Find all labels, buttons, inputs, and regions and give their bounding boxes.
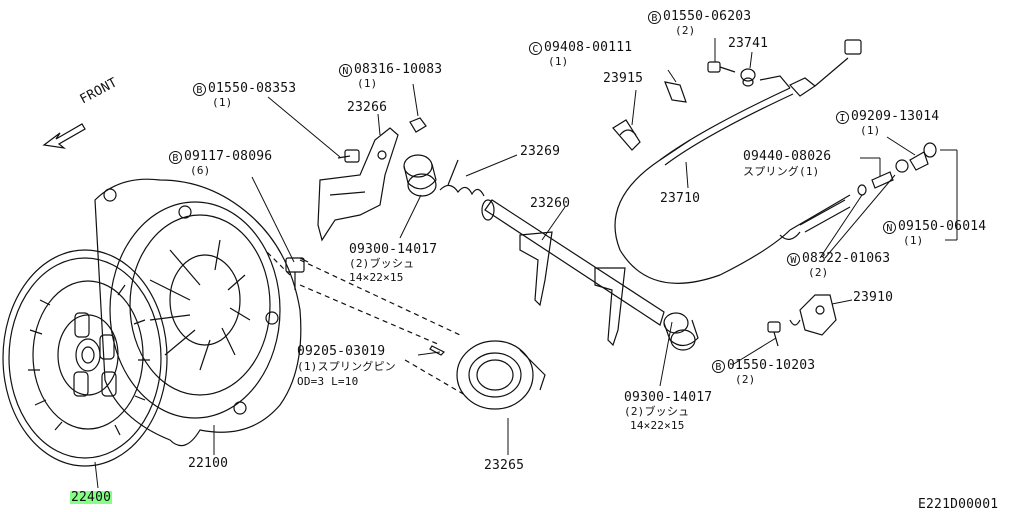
assembly-guide-lines bbox=[265, 250, 465, 395]
qty-b-01550-10203: (2) bbox=[735, 373, 756, 386]
part-22400-label[interactable]: 22400 bbox=[70, 490, 113, 505]
release-bearing-drawing bbox=[457, 341, 545, 409]
bushing-top-desc: (2)ブッシュ bbox=[349, 257, 415, 270]
part-22100-label: 22100 bbox=[188, 456, 229, 471]
fork-support-bracket-drawing bbox=[318, 118, 426, 240]
qty-b-01550-06203: (2) bbox=[675, 24, 696, 37]
clip-c-drawing bbox=[665, 82, 686, 102]
bushing-bottom-desc: (2)ブッシュ bbox=[624, 405, 690, 418]
spring-pin-number: 09205-03019 bbox=[297, 344, 386, 359]
qty-n-08316-10083: (1) bbox=[357, 77, 378, 90]
leader-lines bbox=[95, 38, 957, 488]
spring-pin-desc: (1)スプリングピン bbox=[297, 360, 396, 373]
cable-bolt-drawing bbox=[708, 62, 735, 72]
adjusting-nut-drawing bbox=[858, 143, 936, 195]
bushing-bottom-size: 14×22×15 bbox=[630, 419, 685, 432]
spring-pin-size: OD=3 L=10 bbox=[297, 375, 359, 388]
qty-n-09150-06014: (1) bbox=[903, 234, 924, 247]
return-spring-drawing bbox=[440, 160, 484, 196]
cushion-drawing bbox=[741, 69, 755, 86]
cover-bolt-drawing bbox=[286, 258, 308, 290]
bushing-top-drawing bbox=[404, 155, 436, 196]
qty-w-08322-01063: (2) bbox=[808, 266, 829, 279]
bushing-top-size: 14×22×15 bbox=[349, 271, 404, 284]
bushing-top-number: 09300-14017 bbox=[349, 242, 438, 257]
clutch-disc-drawing bbox=[3, 250, 167, 466]
qty-i-09209-13014: (1) bbox=[860, 124, 881, 137]
qty-b-09117-08096: (6) bbox=[190, 164, 211, 177]
qty-c-09408-00111: (1) bbox=[548, 55, 569, 68]
bushing-bottom-drawing bbox=[664, 313, 698, 350]
part-23741-label: 23741 bbox=[728, 36, 769, 51]
part-23265-label: 23265 bbox=[484, 458, 525, 473]
clutch-cover-drawing bbox=[95, 179, 301, 445]
clutch-shaft-drawing bbox=[482, 200, 664, 345]
qty-b-01550-08353: (1) bbox=[212, 96, 233, 109]
spring-desc: スプリング(1) bbox=[743, 165, 820, 178]
part-23910-label: 23910 bbox=[853, 290, 894, 305]
part-23269-label: 23269 bbox=[520, 144, 561, 159]
clutch-cable-drawing bbox=[615, 40, 861, 283]
part-23260-label: 23260 bbox=[530, 196, 571, 211]
bushing-bottom-number: 09300-14017 bbox=[624, 390, 713, 405]
cable-clip-drawing bbox=[613, 120, 640, 150]
part-23266-label: 23266 bbox=[347, 100, 388, 115]
spring-number: 09440-08026 bbox=[743, 149, 832, 164]
cable-bracket-drawing bbox=[768, 295, 836, 346]
part-23710-label: 23710 bbox=[660, 191, 701, 206]
front-arrow-icon bbox=[44, 124, 85, 148]
part-23915-label: 23915 bbox=[603, 71, 644, 86]
diagram-code: E221D00001 bbox=[918, 497, 999, 512]
spring-pin-drawing bbox=[430, 346, 444, 355]
